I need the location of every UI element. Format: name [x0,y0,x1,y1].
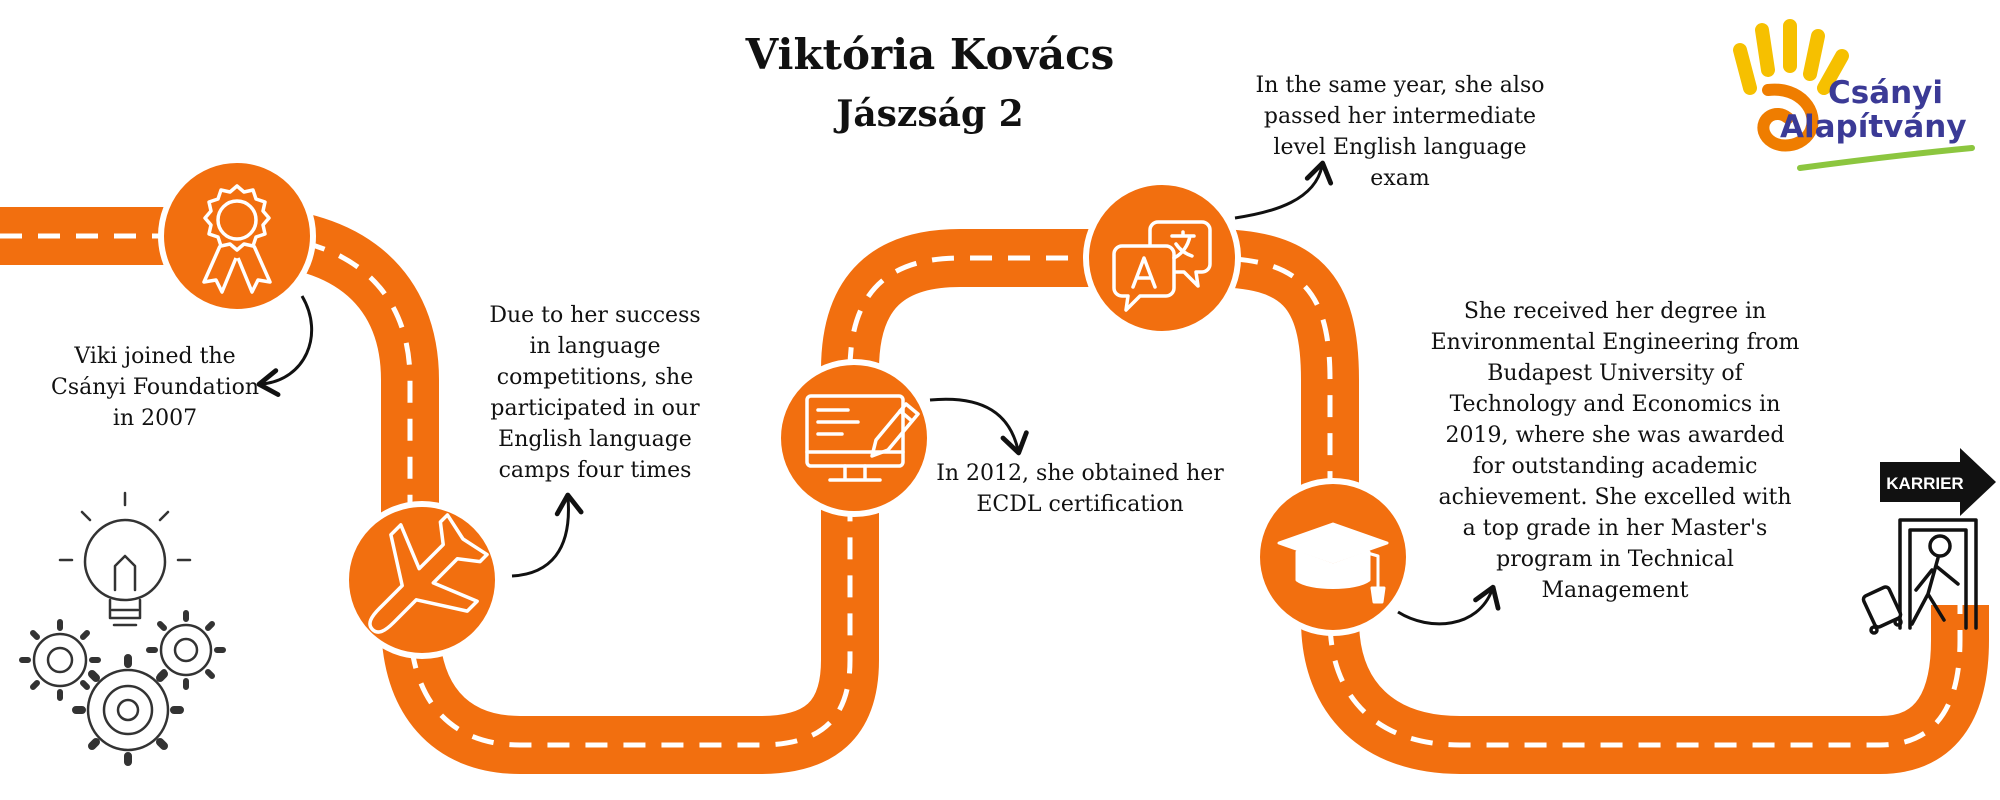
airplane-icon [368,513,489,634]
logo-mark [1733,19,1975,171]
page-title: Viktória Kovács [745,30,1115,79]
logo-line-2: Alapítvány [1780,109,1967,145]
milestone-caption-4: In the same year, she also passed her in… [1255,73,1545,191]
arrow-5 [1397,584,1501,626]
arrow-3 [929,397,1029,456]
monitor-pencil-icon [805,394,920,482]
logo-text: Csányi Alapítvány [1780,75,2000,144]
page-subtitle: Jászság 2 [836,93,1024,135]
milestone-circle-5 [1254,478,1412,636]
award-ribbon-icon [202,184,272,294]
milestone-circle-4 [1083,179,1241,337]
arrow-2 [511,492,584,578]
milestone-circle-2 [343,501,501,659]
milestone-caption-2: Due to her success in language competiti… [489,303,701,483]
arrow-4 [1234,160,1334,220]
milestone-circle-3 [775,359,933,517]
karrier-label: KARRIER [1886,474,1963,493]
lightbulb-gears-icon [19,491,226,766]
exit-door-traveler-icon [1861,518,1978,635]
karrier-sign: KARRIER [1880,448,1996,516]
logo-line-1: Csányi [1828,75,1944,111]
milestone-caption-1: Viki joined the Csányi Foundation in 200… [50,344,259,431]
translate-bubbles-icon [1112,220,1212,312]
arrow-1 [256,295,313,397]
milestone-caption-3: In 2012, she obtained her ECDL certifica… [936,461,1224,517]
graduation-cap-icon [1277,522,1389,604]
milestone-caption-5: She received her degree in Environmental… [1430,299,1800,603]
milestone-circle-1 [158,157,316,315]
